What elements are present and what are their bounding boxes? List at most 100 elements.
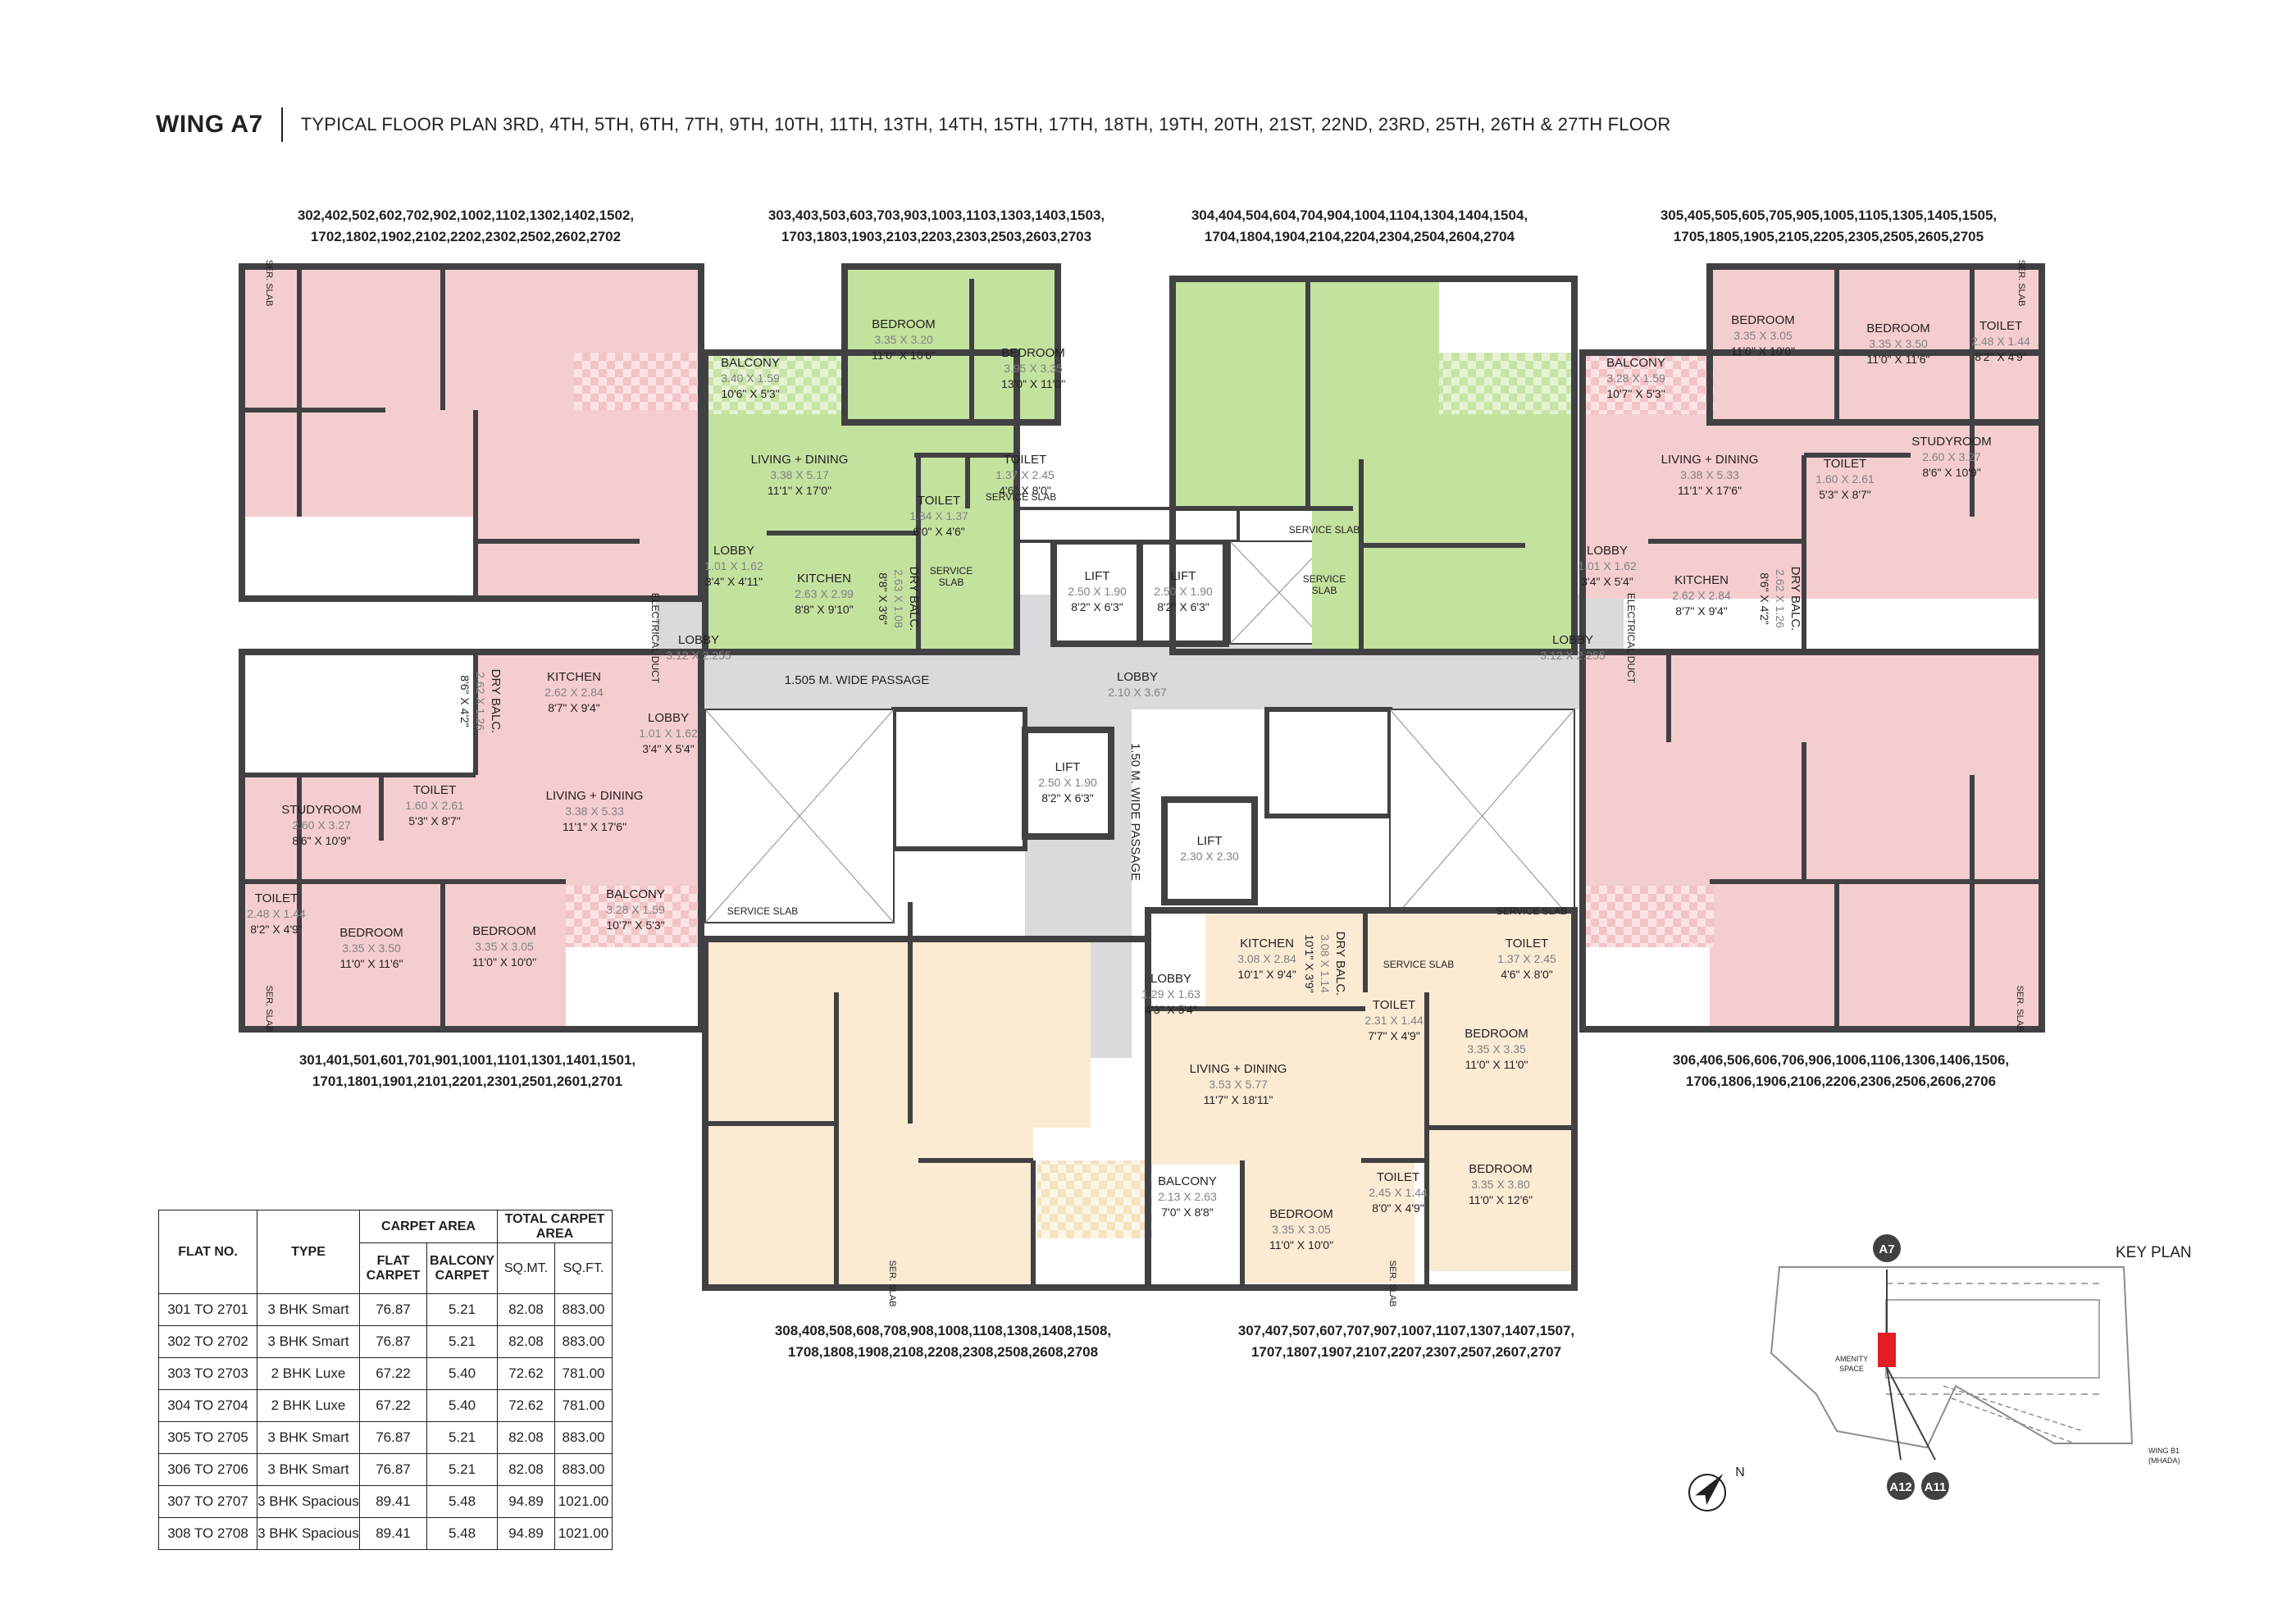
room-dim-metric: 3.35 X 3.35: [1467, 1042, 1526, 1055]
room-dim-metric: 2.60 X 3.27: [292, 818, 351, 832]
room-dim-imperial: 11'0" X 11'0": [1465, 1058, 1528, 1071]
th-sqmt: SQ.MT.: [497, 1242, 555, 1294]
table-cell-balcony: 5.21: [426, 1453, 498, 1486]
room-dim-imperial: 11'1" X 17'0": [768, 484, 831, 497]
room-name: KITCHEN: [797, 572, 851, 586]
room-dim-metric: 2.45 X 1.44: [1369, 1186, 1428, 1199]
flat-list-line: 305,405,505,605,705,905,1005,1105,1305,1…: [1660, 207, 1998, 223]
room-dim-metric: 3.35 X 3.20: [874, 333, 933, 346]
north-arrow: [1688, 1474, 1726, 1511]
flat-list-line: 302,402,502,602,702,902,1002,1102,1302,1…: [297, 207, 635, 223]
flat-list-bottom-right: 307,407,507,607,707,907,1007,1107,1307,1…: [1177, 1320, 1636, 1363]
room-dim-imperial: 8'6" X 10'9": [1922, 466, 1980, 479]
room-name: LIFT: [1055, 760, 1081, 774]
electrical-duct-label: ELECTRICAL DUCT: [649, 593, 661, 684]
ser-slab-label: SER. SLAB: [264, 986, 274, 1033]
room-dim-imperial: 5'3" X 8'7": [1819, 488, 1871, 501]
room-dim-metric: 2.63 X 2.99: [795, 587, 854, 600]
flat-list-line: 303,403,503,603,703,903,1003,1103,1303,1…: [768, 207, 1105, 223]
balcony-301: [566, 886, 701, 947]
room-label: DRY BALC.2.62 X 1.268'6" X 4'2": [1758, 567, 1802, 631]
wing-title: WING A7: [156, 111, 263, 138]
flat-list-mid-left: 301,401,501,601,701,901,1001,1101,1301,1…: [238, 1050, 697, 1092]
site-outline: [1770, 1266, 2134, 1449]
table-cell-type: 2 BHK Luxe: [257, 1357, 360, 1390]
service-slab-label: SERVICE SLAB: [727, 905, 798, 917]
room-dim-metric: 2.48 X 1.44: [1971, 335, 2030, 348]
room-dim-metric: 3.28 X 1.59: [606, 903, 665, 916]
room-dim-metric: 2.48 X 1.44: [247, 907, 306, 920]
wing-b1-label: WING B1: [2148, 1447, 2180, 1455]
tag-a7: A7: [1879, 1242, 1894, 1256]
room-dim-imperial: 10'7" X 5'3": [606, 919, 664, 932]
room-name: LIFT: [1085, 569, 1110, 583]
flat-306: [1579, 649, 2045, 1033]
table-cell-flat-carpet: 76.87: [359, 1293, 427, 1326]
key-plan-title: KEY PLAN: [2116, 1244, 2192, 1261]
tag-a11-circle: [1921, 1472, 1949, 1500]
balcony-308: [1037, 1160, 1152, 1238]
room-label: BALCONY 3.28 X 1.59 10'7" X 5'3": [606, 887, 665, 932]
service-slab-label: SERVICE SLAB: [986, 491, 1056, 503]
room-name: LOBBY: [648, 711, 689, 725]
room-dim-metric: 3.35 X 3.05: [1733, 329, 1793, 342]
room-dim-metric: 1.84 X 1.37: [909, 509, 968, 522]
room-dim-imperial: 10'1" X 3'9": [1303, 934, 1316, 992]
room-dim-metric: 3.38 X 5.33: [1680, 468, 1739, 481]
service-slab-label: SERVICE SLAB: [1496, 905, 1567, 917]
room-dim-imperial: 3'4" X 4'11": [705, 575, 763, 588]
table-cell-flat: 308 TO 2708: [158, 1517, 257, 1550]
flat-list-top-left: 302,402,502,602,702,902,1002,1102,1302,1…: [236, 205, 695, 248]
room-name: LOBBY: [1552, 633, 1593, 647]
room-dim-metric: 2.62 X 2.84: [1672, 589, 1731, 602]
th-flat-no: FLAT NO.: [158, 1210, 257, 1294]
key-plan: [1688, 1234, 2134, 1511]
th-balcony-carpet: BALCONY CARPET: [426, 1242, 498, 1294]
flat-list-mid-right: 306,406,506,606,706,906,1006,1106,1306,1…: [1611, 1050, 2070, 1092]
table-cell-sqft: 883.00: [554, 1421, 613, 1454]
room-dim-metric: 3.40 X 1.59: [721, 372, 780, 385]
room-dim-metric: 2.50 X 1.90: [1038, 776, 1097, 789]
room-dim-metric: 3.38 X 5.17: [770, 468, 829, 481]
amenity-label: AMENITY: [1835, 1355, 1868, 1363]
flat-list-line: 1707,1807,1907,2107,2207,2307,2507,2607,…: [1250, 1344, 1562, 1360]
room-name: BALCONY: [606, 887, 665, 901]
room-name: TOILET: [255, 891, 298, 905]
room-name: LOBBY: [713, 544, 754, 558]
room-dim-imperial: 5'3" X 8'7": [408, 814, 461, 827]
service-slab-label: SERVICE: [930, 565, 973, 577]
room-name: LOBBY: [1587, 544, 1628, 558]
room-dim-metric: 3.35 X 3.05: [475, 940, 534, 953]
room-dim-imperial: 10'7" X 5'3": [1606, 387, 1665, 400]
table-cell-flat-carpet: 89.41: [359, 1485, 427, 1518]
room-dim-imperial: 3'4" X 5'4": [642, 742, 695, 755]
room-dim-metric: 2.10 X 3.67: [1108, 686, 1167, 699]
table-cell-balcony: 5.48: [426, 1517, 498, 1550]
room-dim-metric: 2.31 X 1.44: [1364, 1014, 1424, 1027]
flat-303: [702, 263, 1061, 655]
table-cell-balcony: 5.21: [426, 1325, 498, 1358]
table-cell-flat-carpet: 76.87: [359, 1325, 427, 1358]
room-dim-imperial: 11'0" X 11'6": [339, 957, 403, 970]
room-dim-imperial: 8'7" X 9'4": [548, 701, 600, 714]
tag-a11: A11: [1925, 1480, 1947, 1494]
